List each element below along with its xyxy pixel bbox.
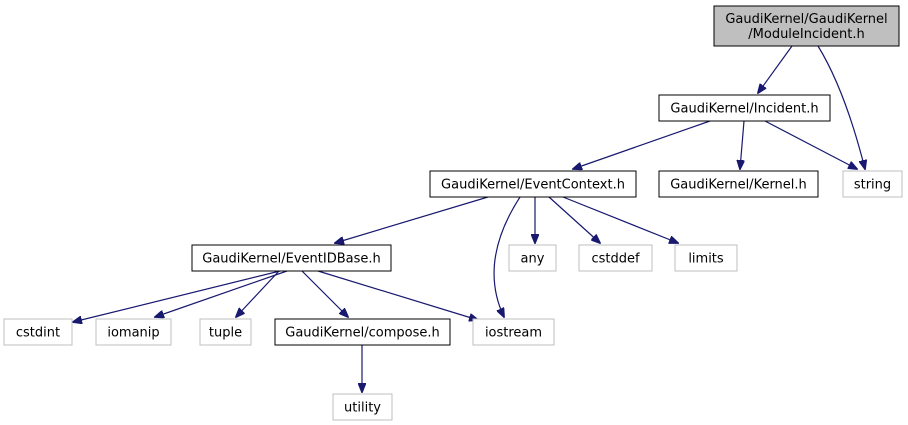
edge-incident-to-string (764, 120, 857, 169)
node-cstddef: cstddef (578, 244, 653, 272)
node-box-eventidbase (191, 244, 392, 272)
edge-eventcontext-to-eventidbase (335, 196, 489, 243)
node-label-iostream: iostream (485, 326, 542, 341)
edge-eventcontext-to-iostream (493, 196, 521, 317)
dependency-nodes: GaudiKernel/GaudiKernel/ModuleIncident.h… (3, 5, 903, 421)
node-label-moduleincident: /ModuleIncident.h (748, 27, 864, 42)
node-utility: utility (332, 393, 393, 421)
edge-moduleincident-to-string (817, 45, 865, 169)
node-label-cstdint: cstdint (16, 326, 60, 341)
node-label-cstddef: cstddef (591, 252, 640, 267)
node-box-cstdint (3, 318, 73, 346)
node-moduleincident: GaudiKernel/GaudiKernel/ModuleIncident.h (713, 5, 900, 47)
node-label-string: string (854, 178, 891, 193)
node-label-utility: utility (344, 401, 381, 416)
edge-incident-to-eventcontext (573, 120, 711, 169)
node-label-kernel: GaudiKernel/Kernel.h (670, 178, 807, 193)
node-box-any (508, 244, 557, 272)
node-box-iomanip (95, 318, 172, 346)
edge-eventidbase-to-tuple (236, 270, 280, 317)
node-eventidbase[interactable]: GaudiKernel/EventIDBase.h (191, 244, 392, 272)
node-box-eventcontext (429, 170, 637, 198)
node-string: string (842, 170, 903, 198)
node-any: any (508, 244, 557, 272)
node-box-cstddef (578, 244, 653, 272)
edge-eventidbase-to-iostream (317, 270, 478, 320)
edge-eventidbase-to-compose (301, 270, 348, 317)
node-label-moduleincident: GaudiKernel/GaudiKernel (725, 12, 887, 27)
node-label-compose: GaudiKernel/compose.h (285, 326, 439, 341)
node-label-iomanip: iomanip (107, 326, 159, 341)
edge-eventcontext-to-limits (562, 196, 678, 243)
edge-eventidbase-to-cstdint (73, 270, 281, 322)
node-iostream: iostream (472, 318, 555, 346)
node-box-incident (658, 94, 831, 122)
node-box-kernel (658, 170, 819, 198)
node-kernel[interactable]: GaudiKernel/Kernel.h (658, 170, 819, 198)
node-limits: limits (674, 244, 738, 272)
dependency-edges (73, 45, 865, 392)
node-label-eventcontext: GaudiKernel/EventContext.h (441, 178, 625, 193)
edge-moduleincident-to-incident (758, 45, 793, 93)
edge-eventidbase-to-iomanip (155, 270, 288, 317)
node-incident[interactable]: GaudiKernel/Incident.h (658, 94, 831, 122)
node-label-limits: limits (688, 252, 724, 267)
edge-incident-to-kernel (740, 120, 744, 169)
node-label-any: any (521, 252, 545, 267)
node-box-tuple (199, 318, 252, 346)
node-box-iostream (472, 318, 555, 346)
node-iomanip: iomanip (95, 318, 172, 346)
node-compose[interactable]: GaudiKernel/compose.h (274, 318, 451, 346)
node-eventcontext[interactable]: GaudiKernel/EventContext.h (429, 170, 637, 198)
edge-eventcontext-to-cstddef (548, 196, 600, 243)
node-box-limits (674, 244, 738, 272)
node-box-string (842, 170, 903, 198)
node-box-compose (274, 318, 451, 346)
node-tuple: tuple (199, 318, 252, 346)
node-box-utility (332, 393, 393, 421)
node-cstdint: cstdint (3, 318, 73, 346)
node-label-eventidbase: GaudiKernel/EventIDBase.h (202, 252, 380, 267)
node-label-incident: GaudiKernel/Incident.h (670, 102, 818, 117)
node-box-moduleincident (713, 5, 900, 47)
node-label-tuple: tuple (209, 326, 242, 341)
